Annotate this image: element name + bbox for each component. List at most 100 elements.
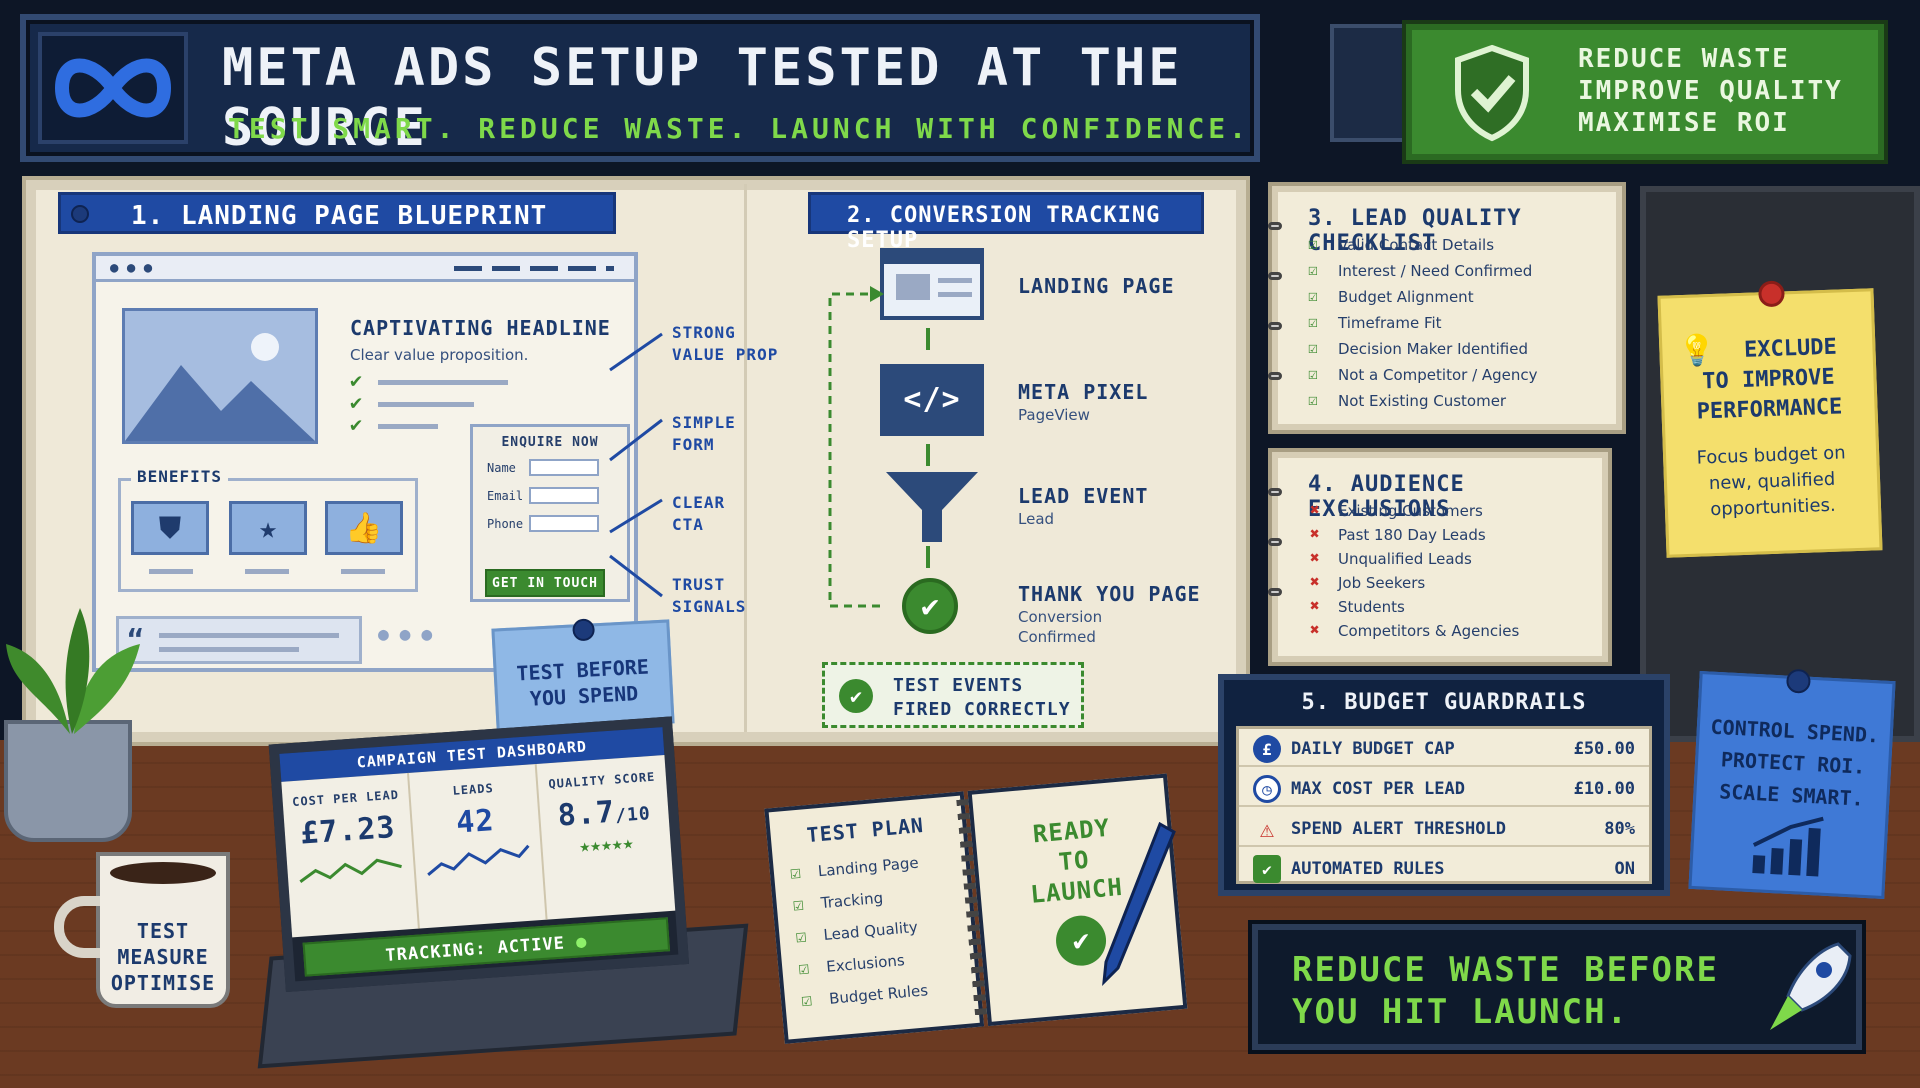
form-title: ENQUIRE NOW (501, 435, 599, 450)
exclusion-item: Students (1338, 598, 1405, 616)
budget-rows: £ DAILY BUDGET CAP £50.00 ◷ MAX COST PER… (1236, 726, 1652, 884)
browser-bar (884, 252, 980, 264)
metric-value: 42 (455, 803, 496, 841)
step-thank-you-sub2: Confirmed (1018, 628, 1096, 646)
coffee-mug: TEST MEASURE OPTIMISE (54, 852, 230, 1008)
test-plan-item: Tracking (820, 888, 884, 913)
value-banner: REDUCE WASTE IMPROVE QUALITY MAXIMISE RO… (1406, 24, 1884, 160)
final-banner: REDUCE WASTE BEFORE YOU HIT LAUNCH. (1252, 924, 1862, 1050)
mug-text: OPTIMISE (110, 971, 216, 995)
spiral-ring (1268, 488, 1282, 496)
checkbox-icon: ☑ (1308, 312, 1318, 331)
x-mark-icon: ✖ (1310, 500, 1320, 519)
notebook-left-page: TEST PLAN ☑ Landing Page ☑ Tracking ☑ Lead Qu… (764, 791, 985, 1044)
window-dots-icon: ● ● ● (110, 260, 153, 276)
exclusion-item: Competitors & Agencies (1338, 622, 1520, 640)
spiral-ring (1268, 372, 1282, 380)
metric-value: £7.23 (299, 810, 397, 852)
budget-row-max-cpl: ◷ MAX COST PER LEAD £10.00 (1239, 769, 1649, 807)
meta-logo (38, 32, 188, 144)
text-line (245, 569, 289, 574)
check-icon: ✔ (350, 368, 363, 392)
plant-leaves-icon (6, 608, 140, 734)
phone-label: Phone (487, 517, 524, 531)
callout-value-prop: STRONG VALUE PROP (672, 322, 778, 366)
callout-cta: CLEAR CTA (672, 492, 725, 536)
checkbox-icon: ☑ (1308, 338, 1318, 357)
exclude-sticky-note: 💡 EXCLUDE TO IMPROVE PERFORMANCE Focus b… (1657, 280, 1883, 558)
spiral-ring (1268, 588, 1282, 596)
section4-title: 4. AUDIENCE EXCLUSIONS (1308, 472, 1465, 522)
meta-infinity-icon (54, 58, 172, 118)
checkbox-icon: ☑ (800, 989, 813, 1012)
mountain-image-icon (125, 333, 315, 441)
test-plan-item: Landing Page (817, 853, 920, 881)
x-mark-icon: ✖ (1310, 572, 1320, 591)
board-divider (744, 184, 747, 732)
phone-field[interactable] (529, 515, 599, 532)
budget-value: 80% (1604, 819, 1635, 839)
rating-stars-icon: ★★★★★ (578, 832, 635, 858)
flow-arrow (926, 444, 930, 466)
spiral-ring (1268, 272, 1282, 280)
get-in-touch-button[interactable]: GET IN TOUCH (485, 569, 605, 597)
status-dot-icon: ● (575, 931, 589, 953)
spiral-ring (1268, 538, 1282, 546)
name-field[interactable] (529, 459, 599, 476)
benefits-label: BENEFITS (131, 467, 229, 486)
test-before-sticky: TEST BEFORE YOU SPEND (491, 618, 675, 733)
more-dots-icon: ● ● ● (378, 624, 433, 645)
spiral-ring (1268, 322, 1282, 330)
check-circle-icon: ✔ (902, 578, 958, 634)
step-landing-page: LANDING PAGE (1018, 274, 1175, 298)
thumbs-up-icon: 👍 (325, 501, 403, 555)
check-icon: ✔ (350, 412, 363, 436)
nav-lines (454, 266, 614, 271)
clock-icon: ◷ (1253, 775, 1281, 803)
test-plan-title: TEST PLAN (805, 812, 925, 848)
pen-icon (1102, 821, 1176, 987)
metric-quality-score: QUALITY SCORE 8.7/10 ★★★★★ (536, 755, 675, 920)
image-block (896, 274, 930, 300)
benefits-box: BENEFITS ⛊ ★ 👍 (118, 467, 418, 592)
mug-text: TEST (136, 919, 190, 943)
metric-unit: /10 (614, 803, 652, 827)
callout-trust: TRUST SIGNALS (672, 574, 746, 618)
checkbox-icon: ☑ (1308, 390, 1318, 409)
audience-exclusions-notebook: 4. AUDIENCE EXCLUSIONS (1268, 452, 1608, 662)
testimonial-box: “ (116, 616, 362, 664)
step-thank-you: THANK YOU PAGE (1018, 582, 1201, 606)
callout-line: CTA (672, 515, 704, 534)
checkbox-icon: ☑ (794, 925, 808, 948)
checkbox-icon: ☑ (789, 861, 802, 884)
pin-icon (572, 618, 596, 642)
loop-arrow (828, 286, 884, 608)
email-field[interactable] (529, 487, 599, 504)
callout-line: FORM (672, 435, 715, 454)
budget-label: MAX COST PER LEAD (1291, 779, 1465, 799)
text-line (159, 633, 339, 638)
test-plan-item: Lead Quality (822, 917, 919, 945)
step-thank-you-sub: Conversion (1018, 608, 1103, 626)
pushpin-icon (1758, 280, 1785, 308)
text-line (159, 647, 299, 652)
test-events-line1: TEST EVENTS (893, 675, 1024, 696)
pound-icon: £ (1253, 735, 1281, 763)
callout-line: SIMPLE (672, 413, 736, 432)
budget-value: £10.00 (1573, 779, 1635, 799)
step-meta-pixel-sub: PageView (1018, 406, 1090, 424)
checkbox-icon: ☑ (791, 893, 805, 916)
shield-check-icon (1455, 44, 1529, 142)
section1-title-text: 1. LANDING PAGE BLUEPRINT (131, 201, 548, 231)
hero-image (122, 308, 318, 444)
name-label: Name (487, 461, 516, 475)
code-icon: </> (880, 364, 984, 436)
checkbox-icon: ☑ (797, 957, 811, 980)
final-line-2: YOU HIT LAUNCH. (1292, 992, 1630, 1032)
rocket-icon (1770, 942, 1852, 1030)
budget-label: DAILY BUDGET CAP (1291, 739, 1455, 759)
budget-row-rules: ✔ AUTOMATED RULES ON (1239, 849, 1649, 887)
test-events-line2: FIRED CORRECTLY (893, 699, 1071, 720)
mug-handle (54, 896, 100, 958)
checklist-item: Timeframe Fit (1338, 314, 1442, 332)
